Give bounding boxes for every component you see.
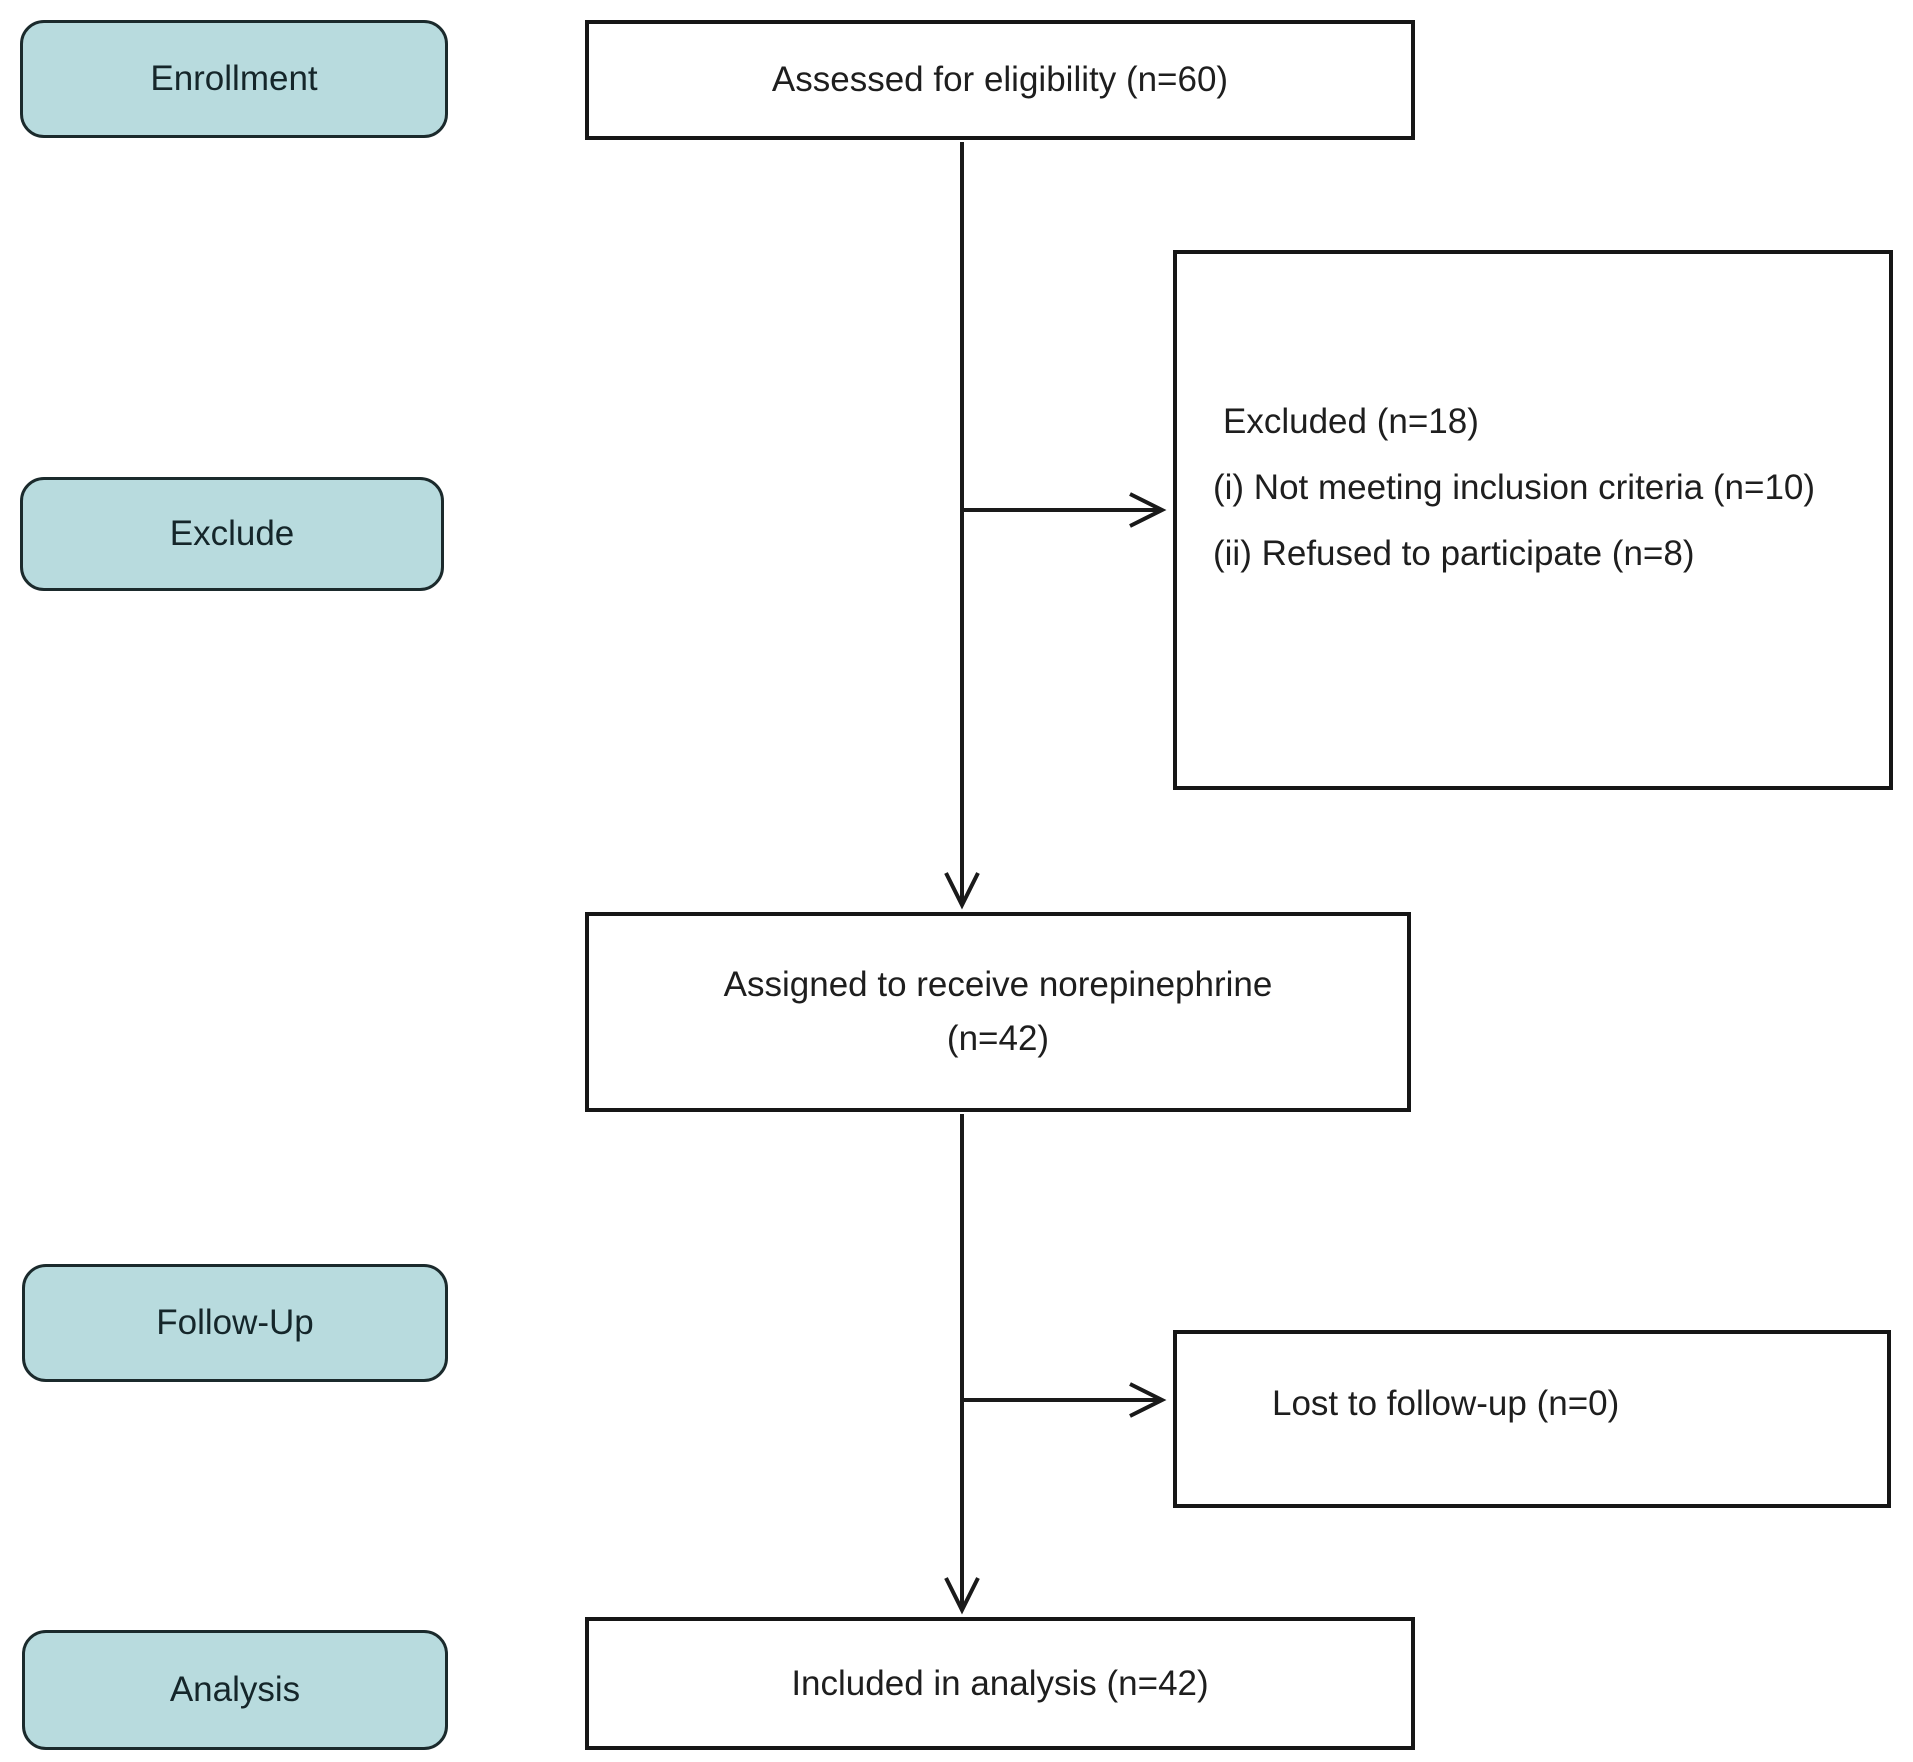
node-excluded-line-1: Excluded (n=18) (1223, 402, 1479, 441)
arrow-branch-to-excluded (962, 492, 1167, 528)
stage-label-enrollment: Enrollment (20, 20, 448, 138)
arrow-branch-to-lost (962, 1382, 1167, 1418)
node-lost-text: Lost to follow-up (n=0) (1272, 1384, 1620, 1423)
node-excluded: Excluded (n=18) (i) Not meeting inclusio… (1173, 250, 1893, 790)
node-excluded-line-2: (i) Not meeting inclusion criteria (n=10… (1213, 468, 1816, 507)
node-assessed-for-eligibility: Assessed for eligibility (n=60) (585, 20, 1415, 140)
stage-label-analysis: Analysis (22, 1630, 448, 1750)
arrow-assigned-to-included (944, 1114, 980, 1615)
node-assessed-text: Assessed for eligibility (n=60) (771, 60, 1229, 99)
node-excluded-line-3: (ii) Refused to participate (n=8) (1213, 534, 1695, 573)
arrow-assessed-to-assigned (944, 142, 980, 910)
stage-label-followup-text: Follow-Up (156, 1303, 314, 1342)
node-assigned-norepinephrine: Assigned to receive norepinephrine (n=42… (585, 912, 1411, 1112)
node-assigned-line-2: (n=42) (946, 1019, 1050, 1058)
node-included-in-analysis: Included in analysis (n=42) (585, 1617, 1415, 1750)
node-included-text: Included in analysis (n=42) (791, 1663, 1209, 1703)
stage-label-analysis-text: Analysis (169, 1670, 301, 1709)
stage-label-followup: Follow-Up (22, 1264, 448, 1382)
stage-label-enrollment-text: Enrollment (150, 59, 318, 98)
node-assigned-line-1: Assigned to receive norepinephrine (723, 965, 1273, 1004)
stage-label-exclude-text: Exclude (169, 514, 295, 553)
stage-label-exclude: Exclude (20, 477, 444, 591)
node-lost-to-followup: Lost to follow-up (n=0) (1173, 1330, 1891, 1508)
